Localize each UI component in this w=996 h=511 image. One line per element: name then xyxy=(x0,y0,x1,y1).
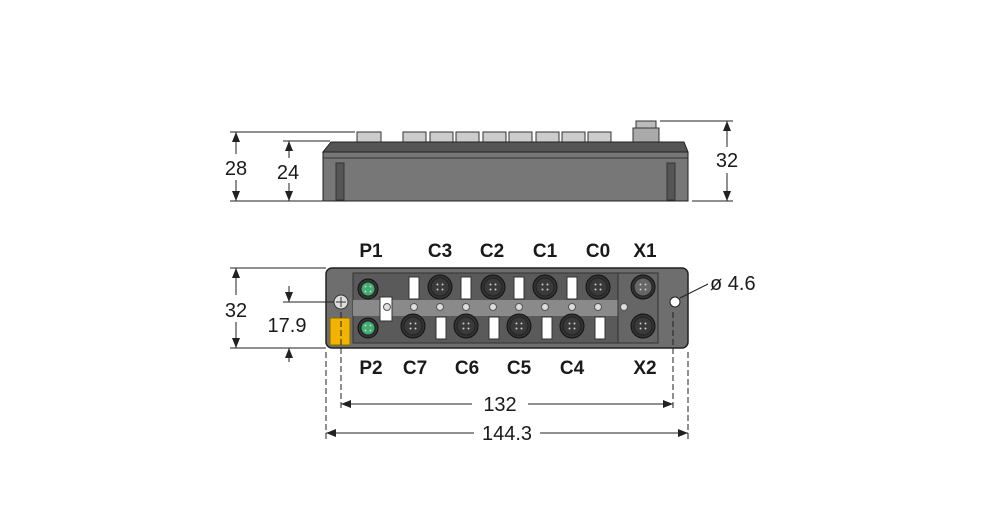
status-led xyxy=(594,303,602,311)
label-slot xyxy=(594,316,606,340)
port-label-top: C1 xyxy=(533,241,558,262)
x1-connector-side xyxy=(632,120,660,143)
status-led xyxy=(410,303,418,311)
side-connector-cap xyxy=(429,131,454,143)
connector-c5 xyxy=(506,313,532,339)
side-housing-top xyxy=(321,141,689,153)
label-slot xyxy=(488,316,500,340)
label-slot xyxy=(460,276,472,300)
label-slot xyxy=(408,276,420,300)
dim-32-side: 32 xyxy=(716,150,738,172)
port-label-bottom: C6 xyxy=(455,358,479,379)
connector-c1 xyxy=(532,274,558,300)
side-connector-cap xyxy=(356,131,382,143)
port-label-bottom: P2 xyxy=(359,358,382,379)
status-led xyxy=(489,303,497,311)
side-connector-caps xyxy=(356,131,612,143)
yellow-tab xyxy=(329,317,351,346)
connector-p2 xyxy=(357,317,379,339)
label-slot xyxy=(513,276,525,300)
connectors xyxy=(357,274,656,340)
label-slot xyxy=(435,316,447,340)
port-label-top: C2 xyxy=(480,241,504,262)
port-label-bottom: C5 xyxy=(507,358,532,379)
port-label-top: X1 xyxy=(633,241,657,262)
label-slot xyxy=(541,316,553,340)
port-label-top: P1 xyxy=(359,241,383,262)
status-led xyxy=(620,303,628,311)
connector-p1 xyxy=(357,278,379,300)
side-connector-cap xyxy=(587,131,612,143)
side-view: 28 24 32 xyxy=(225,120,738,202)
connector-c7 xyxy=(400,313,426,339)
connector-x2 xyxy=(630,313,656,339)
status-led xyxy=(383,303,391,311)
status-led xyxy=(436,303,444,311)
connector-c2 xyxy=(480,274,506,300)
port-label-bottom: C4 xyxy=(560,358,585,379)
status-led xyxy=(541,303,549,311)
side-connector-cap xyxy=(561,131,586,143)
status-led xyxy=(462,303,470,311)
dim-hole-diameter: ø 4.6 xyxy=(710,273,756,295)
connector-c4 xyxy=(559,313,585,339)
dim-24: 24 xyxy=(277,162,299,184)
connector-c0 xyxy=(585,274,611,300)
port-label-bottom: C7 xyxy=(403,358,427,379)
side-connector-cap xyxy=(482,131,507,143)
dim-144-3: 144.3 xyxy=(482,423,532,445)
connector-c6 xyxy=(453,313,479,339)
side-connector-cap xyxy=(455,131,480,143)
status-led xyxy=(568,303,576,311)
dim-17-9: 17.9 xyxy=(268,315,307,337)
port-label-top: C0 xyxy=(586,241,610,262)
dim-28: 28 xyxy=(225,158,247,180)
connector-x1 xyxy=(630,274,656,300)
mounting-hole-right xyxy=(669,296,681,308)
dim-32-front: 32 xyxy=(225,300,247,322)
side-housing-body xyxy=(322,151,689,202)
dim-132: 132 xyxy=(483,394,516,416)
side-connector-cap xyxy=(402,131,427,143)
status-led xyxy=(515,303,523,311)
side-connector-cap xyxy=(535,131,560,143)
port-label-top: C3 xyxy=(428,241,452,262)
side-connector-cap xyxy=(508,131,533,143)
label-slot xyxy=(566,276,578,300)
port-label-bottom: X2 xyxy=(633,358,656,379)
connector-c3 xyxy=(427,274,453,300)
